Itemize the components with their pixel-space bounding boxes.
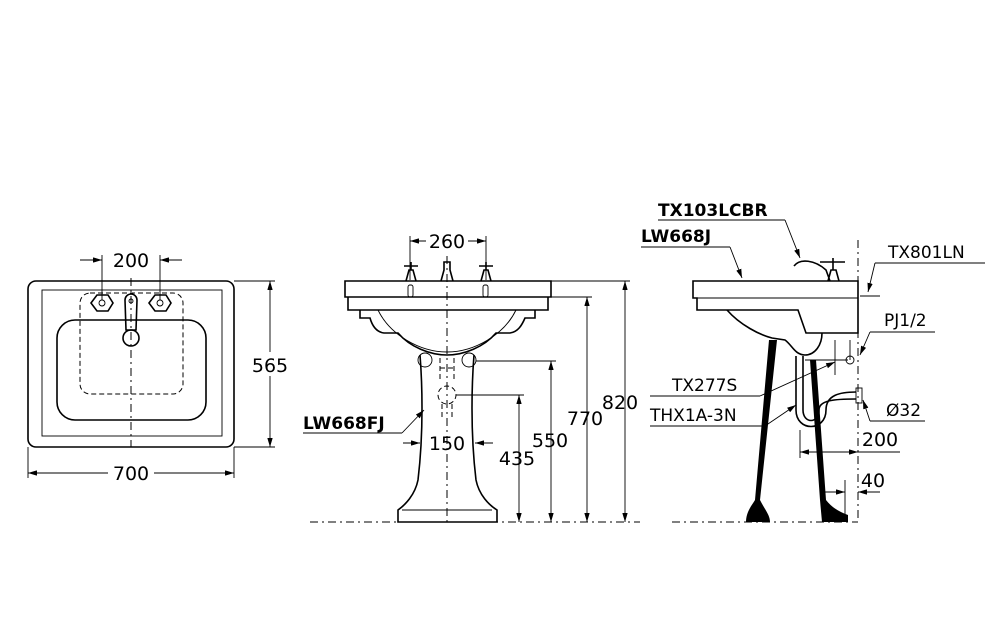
rim-inner — [41, 289, 223, 437]
top-view: 200 565 700 — [27, 250, 290, 485]
pedestal-leg-front — [746, 340, 777, 522]
basin-rim — [344, 280, 552, 298]
label-bracket: TX801LN — [887, 243, 965, 263]
front-view: 260 150 820 770 550 435 LW668FJ — [303, 230, 640, 523]
dim-pedestal-width: 150 — [429, 433, 465, 455]
dim-height-770: 770 — [567, 408, 603, 430]
side-view: TX103LCBR LW668J TX801LN PJ1/2 TX277S TH… — [641, 201, 985, 523]
dim-height-550: 550 — [532, 430, 568, 452]
dim-width: 700 — [113, 463, 149, 485]
dim-height-820: 820 — [602, 392, 638, 414]
dim-tap-spacing: 200 — [113, 250, 149, 272]
basin-side — [692, 280, 859, 334]
label-pedestal: LW668FJ — [303, 414, 385, 434]
label-drain-diameter: Ø32 — [886, 401, 921, 421]
label-basin: LW668J — [641, 227, 711, 247]
label-trap: THX1A-3N — [649, 406, 737, 426]
spout-icon — [122, 293, 140, 347]
label-stop-valve: TX277S — [671, 376, 737, 396]
pedestal-leg-back — [810, 360, 848, 522]
faucet-icon — [793, 258, 845, 282]
tap-left-icon — [404, 262, 418, 282]
dim-pedestal-offset: 40 — [861, 470, 885, 492]
trap-icon — [795, 356, 863, 428]
dim-tap-spacing-front: 260 — [429, 231, 465, 253]
dim-height-435: 435 — [499, 448, 535, 470]
stop-valve-icon — [805, 340, 851, 375]
dim-depth: 565 — [252, 355, 288, 377]
label-faucet: TX103LCBR — [658, 201, 768, 221]
dim-trap-offset: 200 — [862, 429, 898, 451]
label-supply: PJ1/2 — [884, 311, 927, 331]
